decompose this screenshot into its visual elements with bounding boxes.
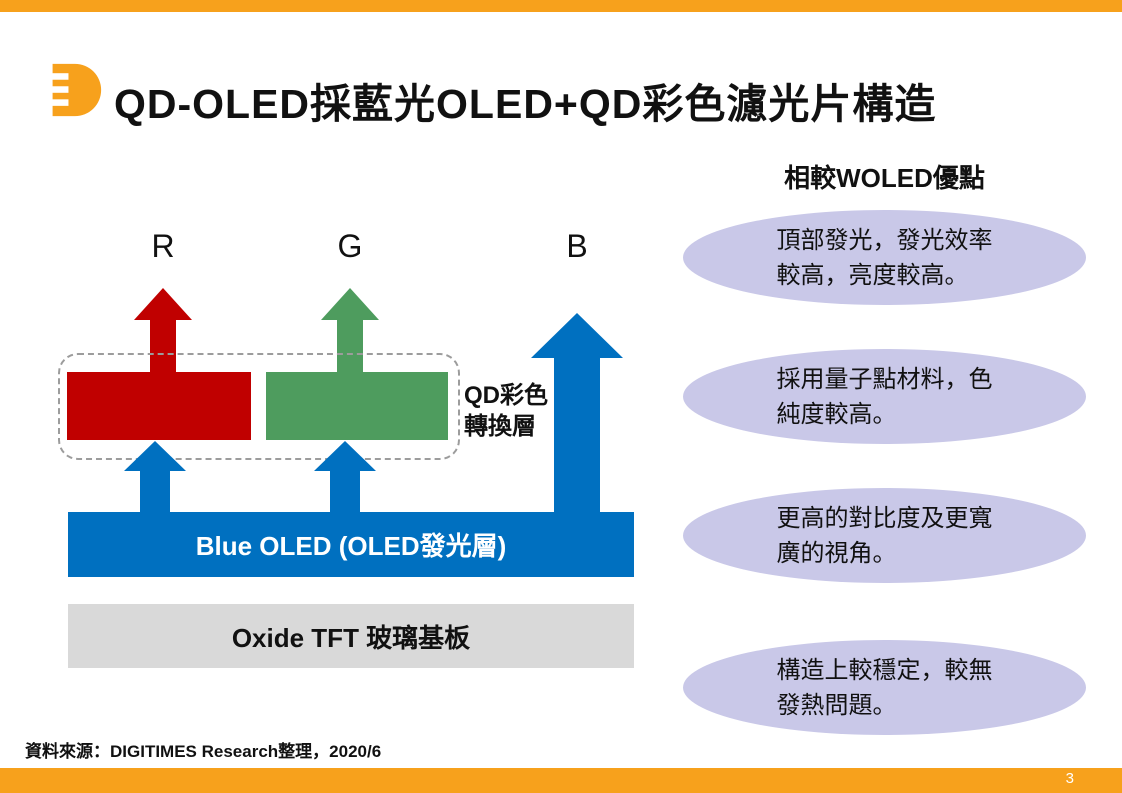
benefit-line: 構造上較穩定，較無 — [776, 656, 993, 684]
blue-up-arrow-small-icon — [314, 441, 376, 513]
source-note: 資料來源：DIGITIMES Research整理，2020/6 — [25, 742, 382, 761]
benefit-line: 頂部發光，發光效率 — [776, 226, 993, 254]
qd-oled-structure-diagram: R G B QD彩色 轉換層 Blue OLED (OLED發光層) Oxi — [58, 228, 634, 668]
qd-conversion-layer-outline — [58, 353, 460, 460]
qd-layer-label-line1: QD彩色 — [464, 382, 548, 409]
benefit-text: 更高的對比度及更寬 廣的視角。 — [777, 501, 993, 571]
benefit-bubble: 採用量子點材料，色 純度較高。 — [683, 349, 1086, 444]
oxide-tft-substrate-label: Oxide TFT 玻璃基板 — [231, 622, 471, 653]
benefit-line: 採用量子點材料，色 — [776, 365, 993, 393]
benefit-text: 構造上較穩定，較無 發熱問題。 — [777, 653, 993, 723]
benefits-heading: 相較WOLED優點 — [784, 163, 985, 193]
pixel-label-blue: B — [566, 228, 588, 264]
red-up-arrow-icon — [134, 288, 192, 373]
pixel-label-green: G — [337, 228, 363, 264]
benefit-line: 廣的視角。 — [776, 539, 897, 567]
blue-up-arrow-small-icon — [124, 441, 186, 513]
page-number: 3 — [1065, 770, 1074, 787]
benefit-line: 純度較高。 — [776, 400, 897, 428]
qd-layer-label: QD彩色 轉換層 — [464, 380, 548, 442]
oxide-tft-substrate-bar: Oxide TFT 玻璃基板 — [68, 604, 634, 668]
top-accent-bar — [0, 0, 1122, 12]
benefit-bubble: 構造上較穩定，較無 發熱問題。 — [683, 640, 1086, 735]
qd-red-conversion-layer — [67, 372, 251, 440]
green-up-arrow-icon — [321, 288, 379, 373]
blue-oled-layer-label: Blue OLED (OLED發光層) — [195, 531, 507, 561]
benefit-bubble: 頂部發光，發光效率 較高，亮度較高。 — [683, 210, 1086, 305]
qd-layer-label-line2: 轉換層 — [464, 413, 536, 440]
qd-green-conversion-layer — [266, 372, 448, 440]
benefit-line: 較高，亮度較高。 — [776, 261, 969, 289]
blue-up-arrow-icon — [531, 313, 623, 513]
benefit-text: 採用量子點材料，色 純度較高。 — [777, 362, 993, 432]
page-title: QD-OLED採藍光OLED+QD彩色濾光片構造 — [114, 81, 937, 127]
blue-oled-layer-bar: Blue OLED (OLED發光層) — [68, 512, 634, 577]
digitimes-logo-icon — [47, 63, 102, 117]
benefit-line: 更高的對比度及更寬 — [776, 504, 993, 532]
pixel-label-red: R — [151, 228, 175, 264]
benefit-bubble: 更高的對比度及更寬 廣的視角。 — [683, 488, 1086, 583]
benefit-line: 發熱問題。 — [776, 691, 897, 719]
benefit-text: 頂部發光，發光效率 較高，亮度較高。 — [777, 223, 993, 293]
bottom-accent-bar: 3 — [0, 768, 1122, 793]
